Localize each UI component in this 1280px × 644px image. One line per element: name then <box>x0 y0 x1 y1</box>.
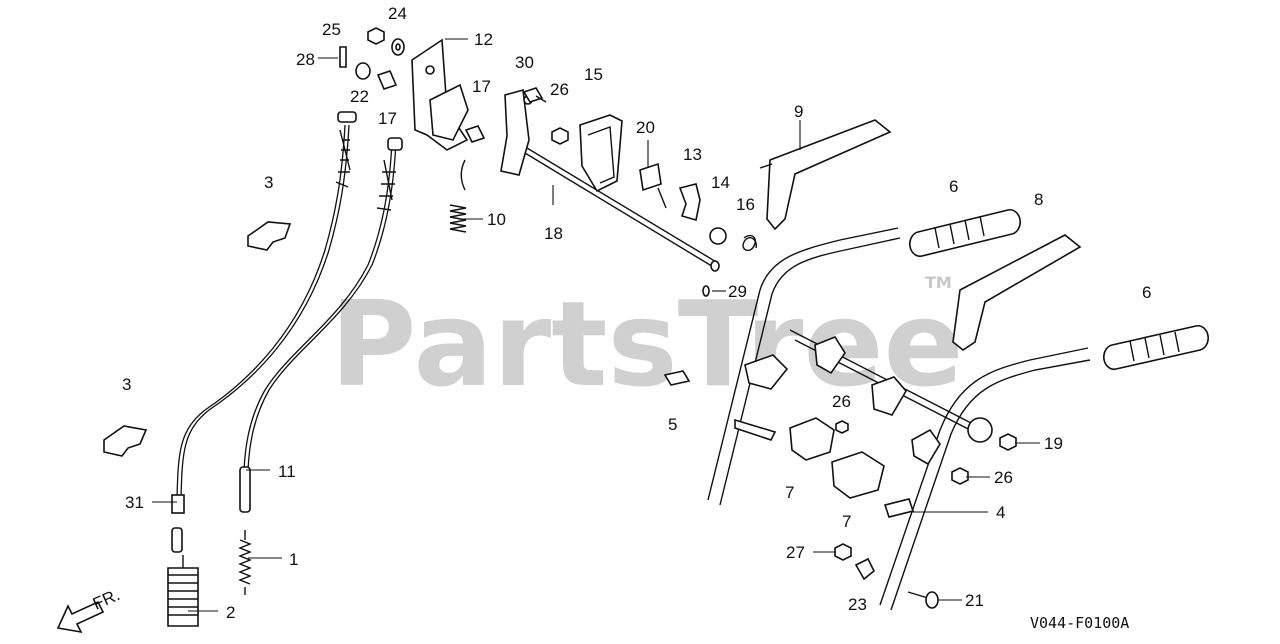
watermark-text: PartsTree <box>330 275 964 413</box>
nut-26-right <box>951 467 969 485</box>
callout-9: 9 <box>794 102 803 121</box>
callout-22: 22 <box>350 87 369 106</box>
collar-17-upper <box>376 70 398 90</box>
callout-12: 12 <box>474 30 493 49</box>
block-near-4 <box>883 498 915 518</box>
clip-23 <box>854 557 876 581</box>
spring-1 <box>238 530 252 595</box>
nut-19 <box>999 433 1017 451</box>
watermark-tm: TM <box>925 273 952 292</box>
bolt-21 <box>907 591 939 609</box>
callout-11: 11 <box>278 462 296 481</box>
callout-17-right: 17 <box>472 77 491 96</box>
spring-2 <box>167 555 199 627</box>
callout-14: 14 <box>711 173 730 192</box>
callout-3-upper: 3 <box>264 173 273 192</box>
washer-24 <box>391 38 405 56</box>
collar-14 <box>709 227 727 245</box>
throttle-bracket-12 <box>411 38 469 151</box>
nut-27 <box>834 543 852 561</box>
lever-13 <box>678 183 701 222</box>
callout-20: 20 <box>636 118 655 137</box>
callout-17-left: 17 <box>378 109 397 128</box>
callout-2: 2 <box>226 603 235 622</box>
washer-22 <box>355 62 371 80</box>
bolt-20 <box>639 162 667 209</box>
clip-5 <box>663 370 691 386</box>
callout-5: 5 <box>668 415 677 434</box>
callout-labels: 1 2 3 3 4 5 6 6 7 7 8 9 10 11 12 13 14 1… <box>122 4 1151 622</box>
pin-28 <box>339 46 347 68</box>
callout-16: 16 <box>736 195 755 214</box>
callout-10: 10 <box>487 210 506 229</box>
plate-left <box>734 418 777 441</box>
bolt-30 <box>522 87 547 103</box>
callout-13: 13 <box>683 145 702 164</box>
grip-6-lower <box>1103 324 1209 371</box>
callout-24: 24 <box>388 4 407 23</box>
lever-8 <box>952 234 1082 351</box>
nut-25 <box>367 27 385 45</box>
callout-21: 21 <box>965 591 984 610</box>
callout-31: 31 <box>125 493 144 512</box>
nut-26-mid <box>835 420 849 434</box>
callout-7-left: 7 <box>785 483 794 502</box>
callout-15: 15 <box>584 65 603 84</box>
callout-28: 28 <box>296 50 315 69</box>
callout-7-right: 7 <box>842 512 851 531</box>
switch-bracket-mid <box>814 336 846 375</box>
callout-26-top: 26 <box>550 80 569 99</box>
leader-lines <box>152 38 1040 612</box>
cover-15 <box>579 114 623 193</box>
throttle-cable-assembly <box>171 111 357 553</box>
cable-clip-upper <box>247 221 292 251</box>
clip-29 <box>702 285 710 297</box>
clutch-cable-assembly <box>239 137 403 513</box>
callout-8: 8 <box>1034 190 1043 209</box>
callout-18: 18 <box>544 224 563 243</box>
front-direction-arrow: FR. <box>56 585 123 634</box>
diagram-code: V044-F0100A <box>1030 614 1129 632</box>
nut-26-top <box>551 127 569 145</box>
callout-4: 4 <box>996 503 1005 522</box>
front-direction-label: FR. <box>90 585 123 613</box>
callout-26-mid: 26 <box>832 392 851 411</box>
callout-27: 27 <box>786 543 805 562</box>
switch-7-left <box>789 417 835 461</box>
switch-bracket-upper <box>744 354 789 390</box>
spring-10 <box>449 159 467 233</box>
collar-17-lower <box>464 125 486 143</box>
callout-6-lower: 6 <box>1142 283 1151 302</box>
lever-9 <box>759 119 892 231</box>
switch-7-right <box>831 451 885 499</box>
callout-1: 1 <box>289 550 298 569</box>
callout-29: 29 <box>728 282 747 301</box>
cable-clip-lower <box>103 425 148 457</box>
callout-3-lower: 3 <box>122 375 131 394</box>
grip-6-upper <box>909 208 1021 258</box>
spring-16 <box>742 234 757 252</box>
callout-30: 30 <box>515 53 534 72</box>
switch-bracket-right <box>871 376 907 416</box>
callout-26-right: 26 <box>994 468 1013 487</box>
shaft-18 <box>500 88 720 272</box>
callout-25: 25 <box>322 20 341 39</box>
callout-6-upper: 6 <box>949 177 958 196</box>
bracket-near-4 <box>911 428 941 466</box>
callout-23: 23 <box>848 595 867 614</box>
callout-19: 19 <box>1044 434 1063 453</box>
